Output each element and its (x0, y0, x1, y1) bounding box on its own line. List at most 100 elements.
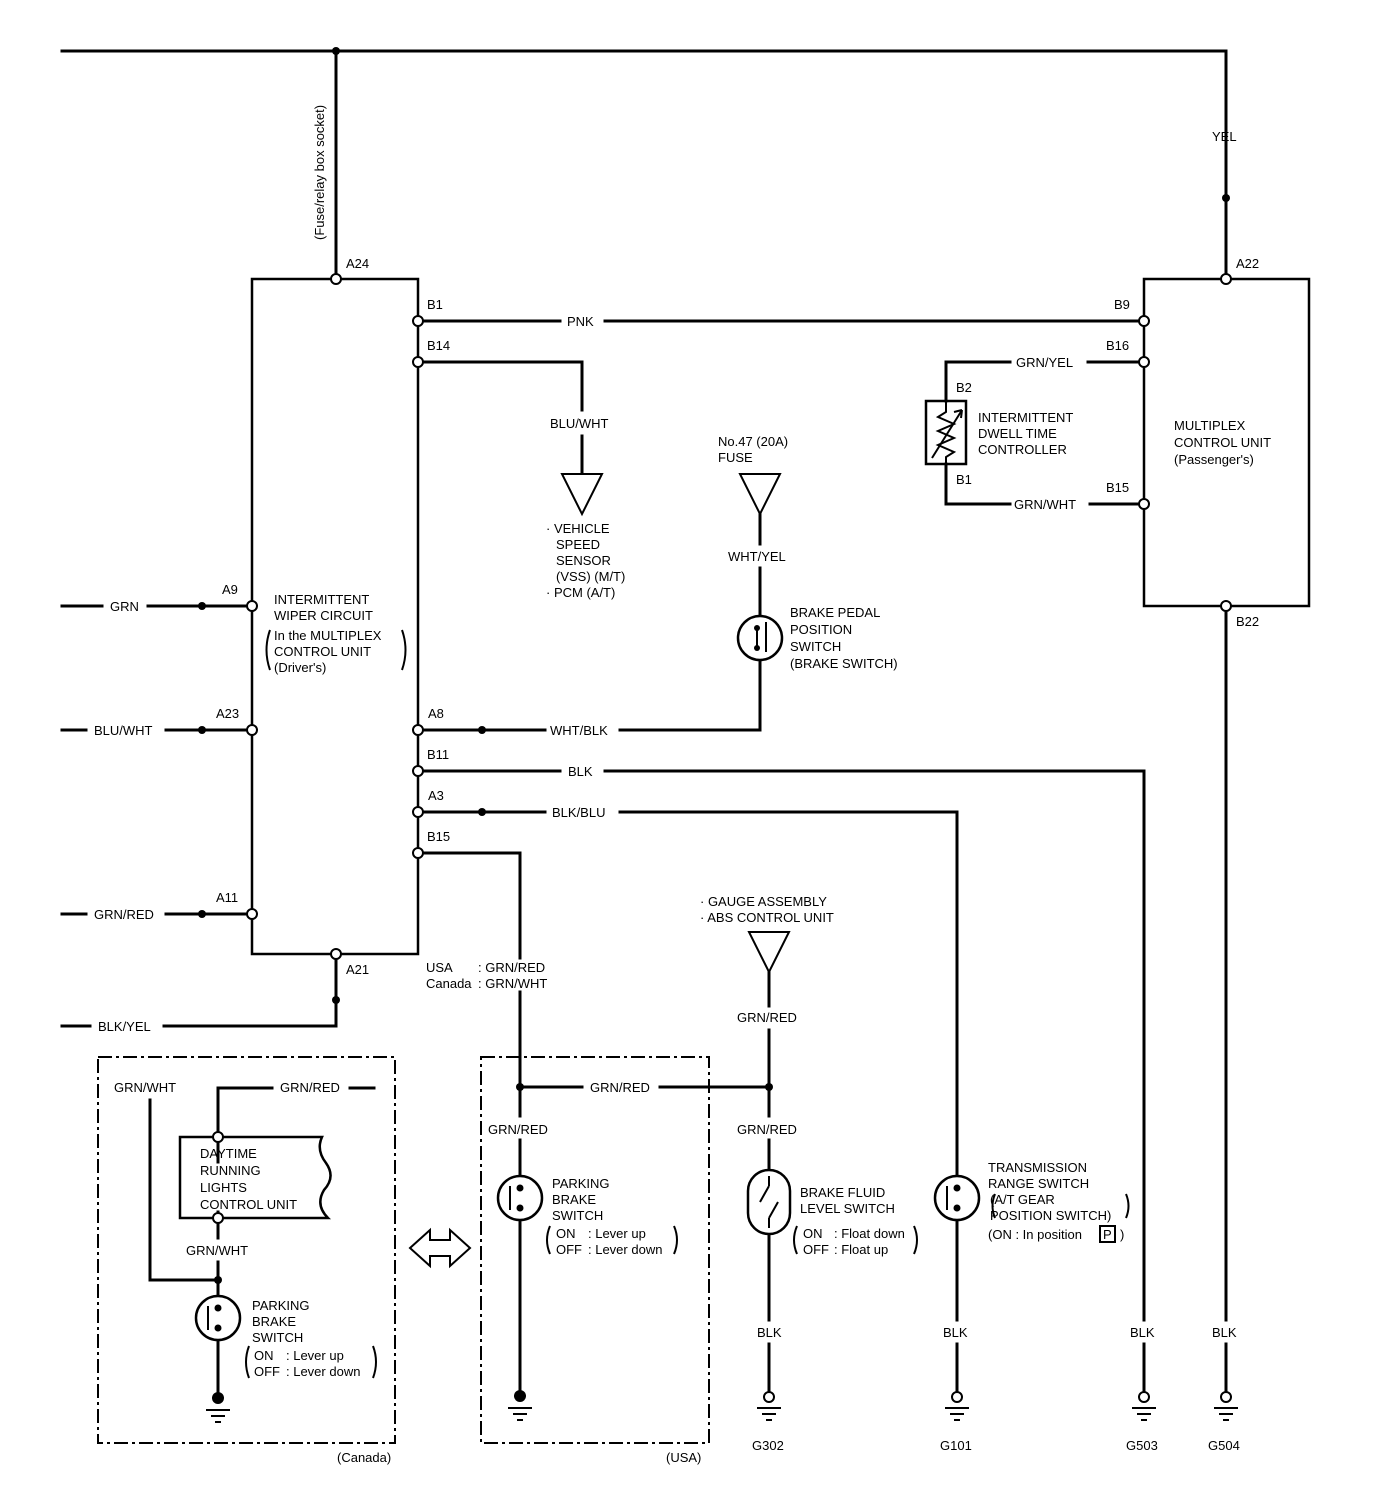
pin-b15-passenger (1138, 498, 1150, 510)
label-a3: A3 (428, 788, 444, 803)
position-p-box (1099, 1225, 1116, 1243)
trans-range-on-close: ) (1120, 1227, 1124, 1242)
ground-usa-icon (508, 1390, 532, 1421)
bracket-right (401, 629, 407, 671)
double-arrow-icon (408, 1227, 472, 1269)
terminal-pins (212, 273, 1232, 1224)
label-b11: B11 (427, 747, 449, 762)
pin-a21 (330, 948, 342, 960)
pin-a23 (246, 724, 258, 736)
controller-line-3: CONTROLLER (978, 442, 1067, 457)
bracket-left (265, 629, 271, 671)
ground-g504-label: G504 (1208, 1438, 1240, 1453)
socket-label: (Fuse/relay box socket) (312, 105, 327, 240)
pin-b14 (412, 356, 424, 368)
driver-unit-line-5: (Driver's) (274, 660, 326, 675)
pin-drl-bottom (212, 1212, 224, 1224)
wire-blk-g504: BLK (1212, 1325, 1237, 1340)
brake-fluid-line-1: BRAKE FLUID (800, 1185, 885, 1200)
label-controller-b1: B1 (956, 472, 972, 487)
vss-line-5: · PCM (A/T) (546, 585, 615, 600)
label-a22: A22 (1236, 256, 1259, 271)
parking-usa-line-3: SWITCH (552, 1208, 603, 1223)
vss-line-1: · VEHICLE (546, 521, 610, 536)
parking-usa-off: OFF (556, 1242, 582, 1257)
driver-unit-line-2: WIPER CIRCUIT (274, 608, 373, 623)
vss-line-4: (VSS) (M/T) (556, 569, 625, 584)
brake-pedal-line-3: SWITCH (790, 639, 841, 654)
canada-region-box (97, 1056, 396, 1444)
parking-usa-on: ON (556, 1226, 576, 1241)
fuse-line-1: No.47 (20A) (718, 434, 788, 449)
fuse-reference-arrow-icon (738, 473, 782, 517)
label-b15-driver: B15 (427, 829, 450, 844)
wire-grn-red-gauge: GRN/RED (737, 1010, 797, 1025)
ground-g302-icon (757, 1391, 781, 1421)
label-b16: B16 (1106, 338, 1129, 353)
pin-drl-top (212, 1131, 224, 1143)
brake-fluid-off: OFF (803, 1242, 829, 1257)
parking-canada-off-value: : Lever down (286, 1364, 360, 1379)
wire-wht-blk: WHT/BLK (550, 723, 608, 738)
driver-unit-line-3: In the MULTIPLEX (274, 628, 382, 643)
drl-line-1: DAYTIME (200, 1146, 257, 1161)
parking-usa-line-2: BRAKE (552, 1192, 596, 1207)
wire-yel: YEL (1212, 129, 1237, 144)
brake-pedal-line-1: BRAKE PEDAL (790, 605, 880, 620)
pin-b9 (1138, 315, 1150, 327)
brake-fluid-off-value: : Float up (834, 1242, 888, 1257)
pin-a24 (330, 273, 342, 285)
parking-usa-line-1: PARKING (552, 1176, 610, 1191)
label-a24: A24 (346, 256, 369, 271)
wire-usa-grn-red-vert: GRN/RED (488, 1122, 548, 1137)
label-a11: A11 (216, 890, 238, 905)
pin-a22 (1220, 273, 1232, 285)
parking-canada-on-value: : Lever up (286, 1348, 344, 1363)
label-b14: B14 (427, 338, 450, 353)
label-a23: A23 (216, 706, 239, 721)
wire-blu-wht-left: BLU/WHT (94, 723, 153, 738)
wire-grn: GRN (110, 599, 139, 614)
parking-usa-off-value: : Lever down (588, 1242, 662, 1257)
region-wire-usa-value: : GRN/RED (478, 960, 545, 975)
pin-b16 (1138, 356, 1150, 368)
wire-blk-g101: BLK (943, 1325, 968, 1340)
label-b1: B1 (427, 297, 443, 312)
label-controller-b2: B2 (956, 380, 972, 395)
parking-canada-line-1: PARKING (252, 1298, 310, 1313)
wire-grn-wht: GRN/WHT (1014, 497, 1076, 512)
pin-a9 (246, 600, 258, 612)
trans-range-line-3: (A/T GEAR (990, 1192, 1055, 1207)
wire-pnk: PNK (567, 314, 594, 329)
trans-range-line-4: POSITION SWITCH) (990, 1208, 1111, 1223)
dwell-time-controller-symbol (924, 399, 968, 466)
wire-canada-grn-wht-mid: GRN/WHT (186, 1243, 248, 1258)
controller-line-2: DWELL TIME (978, 426, 1057, 441)
wire-canada-grn-red: GRN/RED (280, 1080, 340, 1095)
parking-brake-switch-usa-icon (496, 1174, 544, 1222)
vss-line-3: SENSOR (556, 553, 611, 568)
usa-region-box (480, 1056, 710, 1444)
wire-grn-red-left: GRN/RED (94, 907, 154, 922)
drl-control-unit-box (178, 1135, 332, 1220)
label-b9: B9 (1114, 297, 1130, 312)
brake-fluid-level-switch-icon (746, 1168, 792, 1236)
ground-g504-icon (1214, 1391, 1238, 1421)
wire-grn-yel: GRN/YEL (1016, 355, 1073, 370)
brake-fluid-line-2: LEVEL SWITCH (800, 1201, 895, 1216)
label-a21: A21 (346, 962, 369, 977)
transmission-range-switch-icon (933, 1174, 981, 1222)
pin-a3 (412, 806, 424, 818)
parking-canada-on: ON (254, 1348, 274, 1363)
pin-a8 (412, 724, 424, 736)
parking-canada-line-2: BRAKE (252, 1314, 296, 1329)
splice-dots (198, 47, 1230, 1284)
parking-usa-on-value: : Lever up (588, 1226, 646, 1241)
region-usa-label: (USA) (666, 1450, 701, 1465)
pin-a11 (246, 908, 258, 920)
ground-g503-icon (1132, 1391, 1156, 1421)
wire-blk-yel: BLK/YEL (98, 1019, 151, 1034)
brake-fluid-on-value: : Float down (834, 1226, 905, 1241)
passenger-unit-line-2: CONTROL UNIT (1174, 435, 1271, 450)
region-wire-usa: USA (426, 960, 453, 975)
